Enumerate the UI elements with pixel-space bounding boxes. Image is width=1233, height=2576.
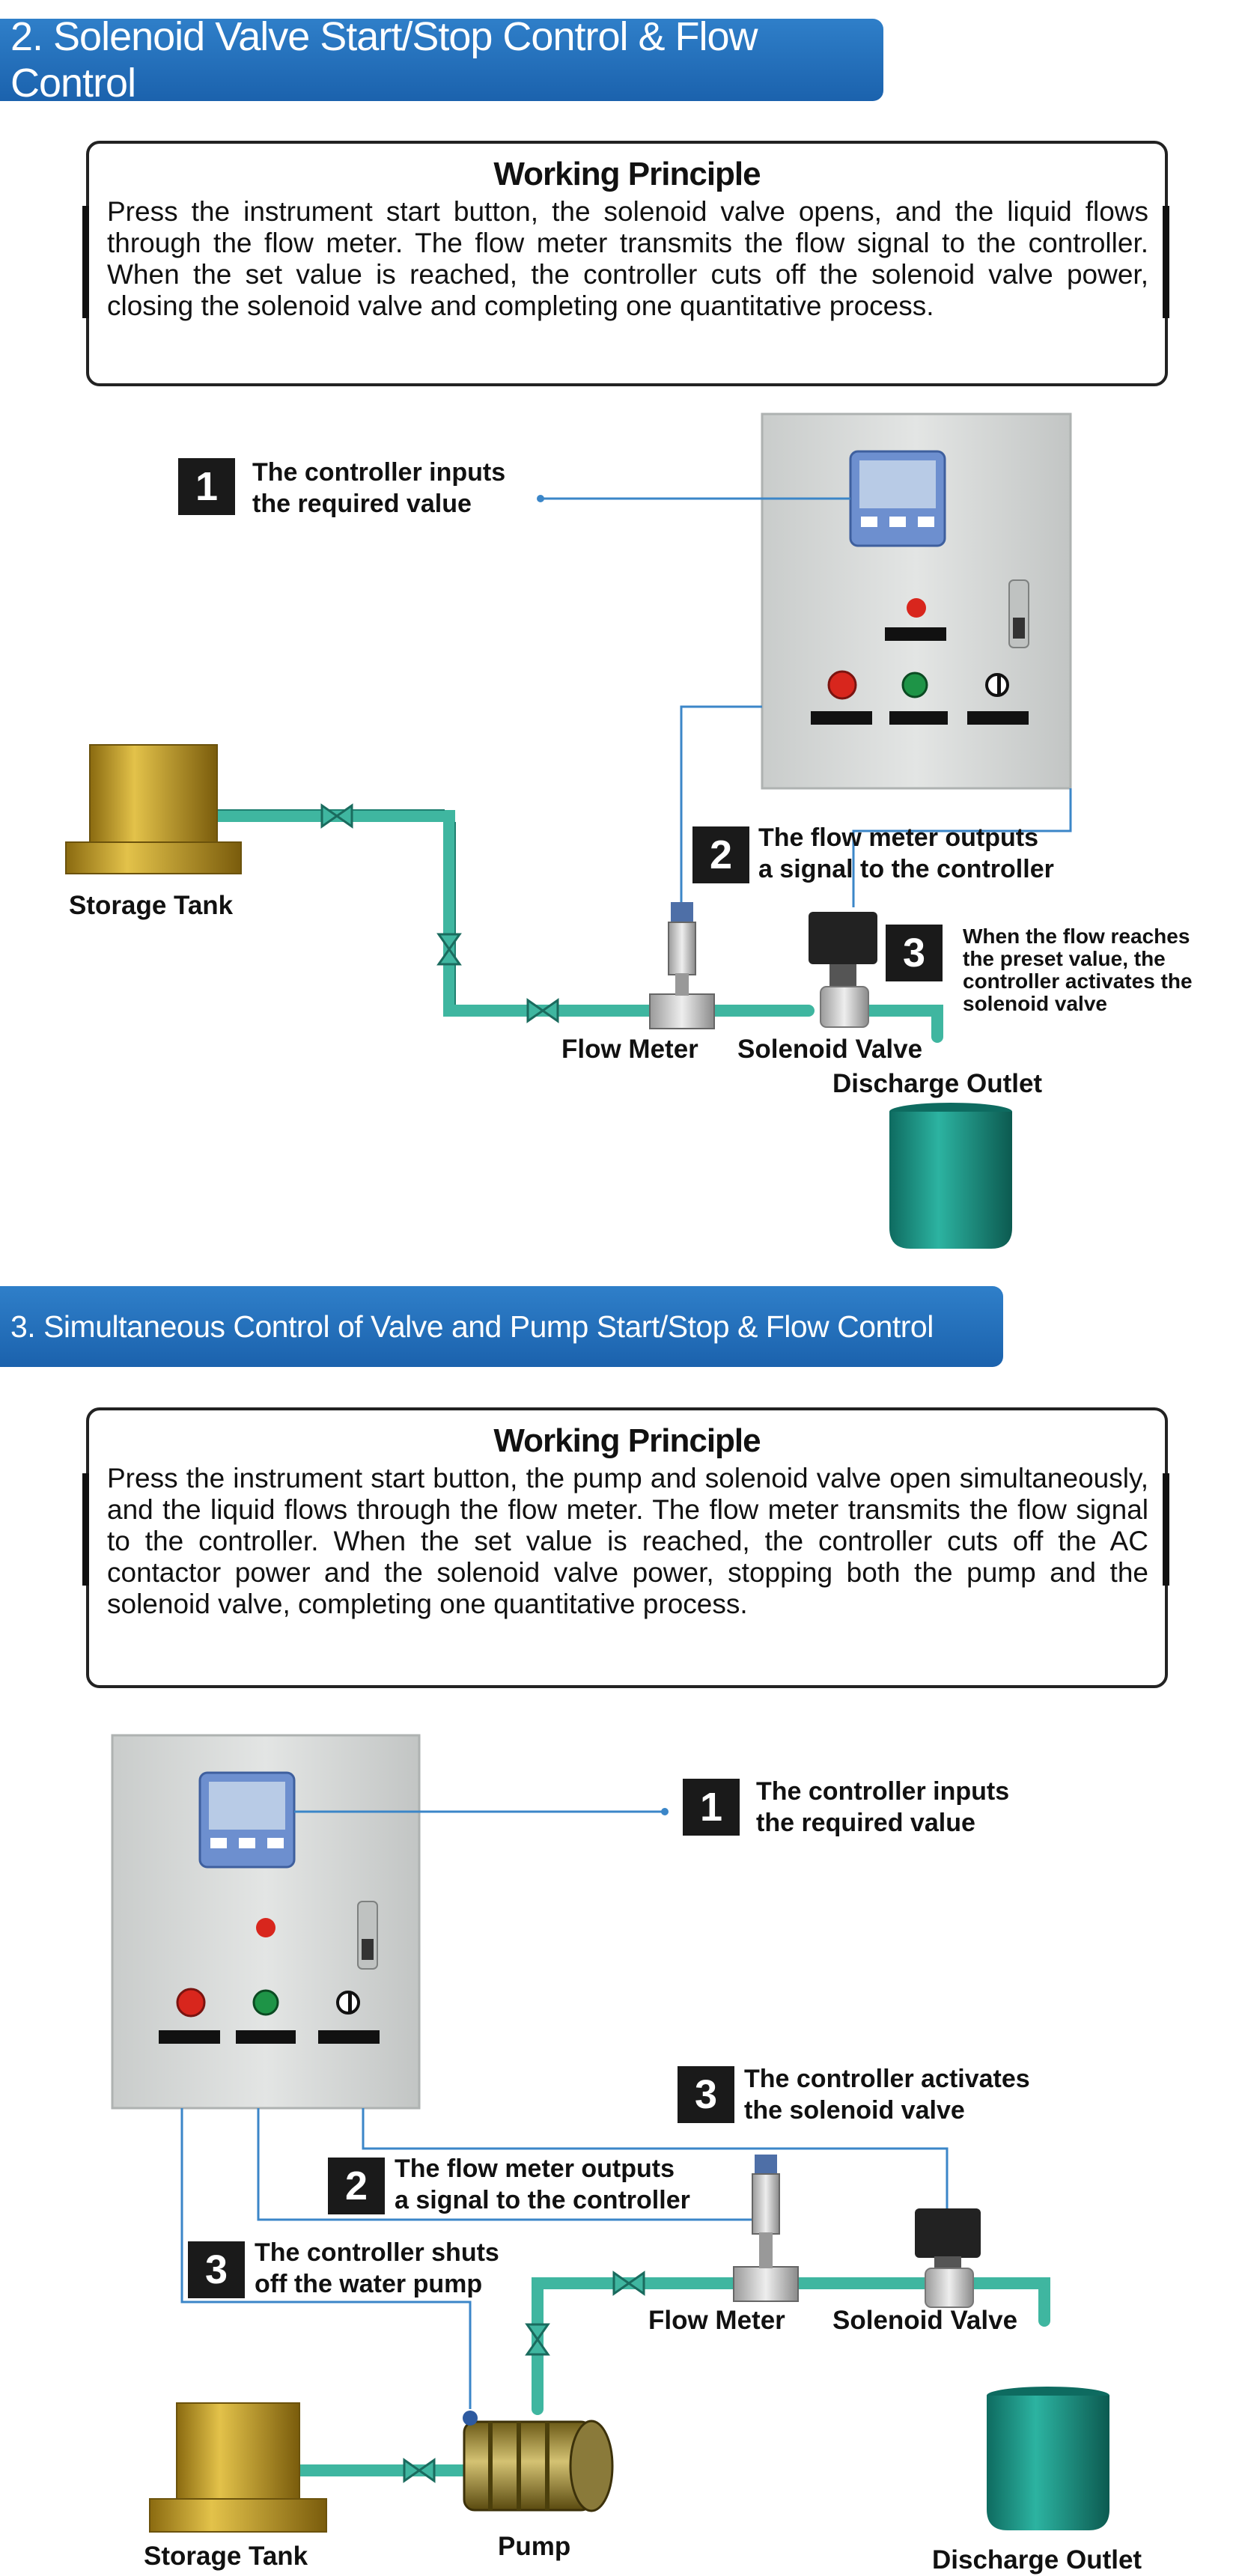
step-2-badge: 2	[692, 826, 749, 883]
control-cabinet	[761, 412, 1072, 790]
principle-title: Working Principle	[493, 156, 761, 192]
flow-meter-label: Flow Meter	[561, 1035, 698, 1064]
flow-meter	[649, 902, 715, 1029]
step-3-badge: 3	[886, 925, 943, 981]
pump	[463, 2411, 614, 2512]
discharge-bucket	[889, 1103, 1012, 1249]
step-2-badge-2: 2	[328, 2158, 385, 2214]
step-2-text-2: The flow meter outputs a signal to the c…	[395, 2155, 690, 2214]
storage-tank-2	[149, 2402, 327, 2533]
principle-text-2: Press the instrument start button, the p…	[107, 1463, 1148, 1619]
step-3a-text-2: The controller activates the solenoid va…	[744, 2065, 1030, 2125]
discharge-bucket-2	[987, 2387, 1109, 2530]
principle-title-2: Working Principle	[493, 1422, 761, 1459]
step-2-text: The flow meter outputs a signal to the c…	[758, 823, 1054, 883]
step-3b-text-2: The controller shuts off the water pump	[255, 2238, 499, 2298]
principle-text: Press the instrument start button, the s…	[107, 196, 1148, 321]
solenoid-valve-label-2: Solenoid Valve	[832, 2306, 1018, 2335]
step-1-badge-2: 1	[683, 1779, 740, 1836]
pump-label: Pump	[498, 2532, 571, 2561]
storage-tank-label-2: Storage Tank	[144, 2542, 308, 2571]
section-3-banner: 3. Simultaneous Control of Valve and Pum…	[0, 1286, 1003, 1367]
step-3-text: When the flow reaches the preset value, …	[963, 925, 1193, 1015]
control-cabinet-2	[111, 1734, 421, 2110]
solenoid-valve-2	[915, 2208, 981, 2308]
flow-meter-2	[733, 2155, 799, 2302]
step-1-text: The controller inputs the required value	[252, 458, 506, 518]
storage-tank	[65, 744, 242, 874]
principle-left-bar	[82, 206, 89, 318]
discharge-outlet-label-2: Discharge Outlet	[932, 2545, 1142, 2575]
principle-right-bar-2	[1163, 1473, 1169, 1586]
step-1-badge: 1	[178, 458, 235, 515]
section-2-banner: 2. Solenoid Valve Start/Stop Control & F…	[0, 14, 883, 106]
solenoid-valve-label: Solenoid Valve	[737, 1035, 923, 1064]
step-3a-badge-2: 3	[678, 2066, 734, 2123]
manual-valve-icon	[320, 803, 559, 1023]
section-2-title: 2. Solenoid Valve Start/Stop Control & F…	[10, 14, 758, 106]
section-3-title: 3. Simultaneous Control of Valve and Pum…	[10, 1309, 934, 1344]
solenoid-valve	[809, 912, 877, 1028]
principle-right-bar	[1163, 206, 1169, 318]
storage-tank-label: Storage Tank	[69, 891, 234, 920]
flow-meter-label-2: Flow Meter	[648, 2306, 785, 2335]
step-1-text-2: The controller inputs the required value	[756, 1777, 1010, 1837]
discharge-outlet-label: Discharge Outlet	[832, 1069, 1043, 1098]
principle-left-bar-2	[82, 1473, 89, 1586]
step-3b-badge-2: 3	[188, 2241, 245, 2298]
section-3-principle-box: Working Principle Press the instrument s…	[86, 1407, 1168, 1688]
